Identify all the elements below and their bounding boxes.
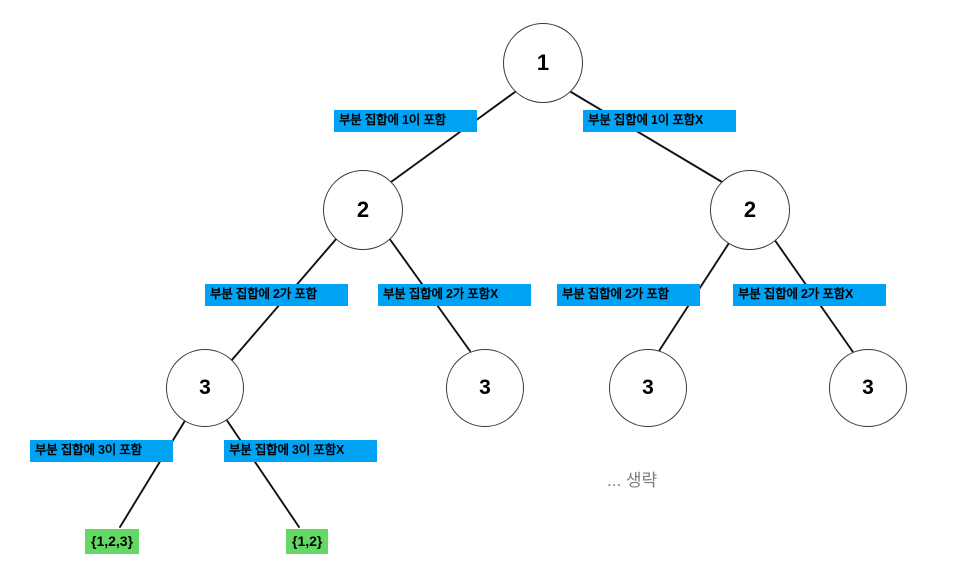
tree-node-n3LL[interactable]: 3 <box>166 349 244 427</box>
tree-edge <box>390 91 516 183</box>
edge-label-lbl-1-in: 부분 집합에 1이 포함 <box>334 110 477 132</box>
edge-label-lbl-1-out: 부분 집합에 1이 포함X <box>583 110 736 132</box>
edge-label-lbl-2-out-L: 부분 집합에 2가 포함X <box>378 284 531 306</box>
tree-node-root[interactable]: 1 <box>503 23 583 103</box>
tree-node-n2R[interactable]: 2 <box>710 170 790 250</box>
omitted-note: ... 생략 <box>607 471 658 490</box>
edge-label-lbl-2-out-R: 부분 집합에 2가 포함X <box>733 284 886 306</box>
edge-label-lbl-3-out: 부분 집합에 3이 포함X <box>224 440 377 462</box>
tree-node-n3RL[interactable]: 3 <box>609 349 687 427</box>
leaf-node-leaf-12[interactable]: {1,2} <box>286 529 329 554</box>
tree-node-n3LR[interactable]: 3 <box>446 349 524 427</box>
edge-label-lbl-2-in-L: 부분 집합에 2가 포함 <box>205 284 348 306</box>
edge-label-lbl-2-in-R: 부분 집합에 2가 포함 <box>557 284 700 306</box>
tree-edge <box>570 91 723 183</box>
tree-node-n2L[interactable]: 2 <box>323 170 403 250</box>
tree-edge <box>119 418 187 528</box>
edge-label-lbl-3-in: 부분 집합에 3이 포함 <box>30 440 173 462</box>
tree-node-n3RR[interactable]: 3 <box>829 349 907 427</box>
leaf-node-leaf-123[interactable]: {1,2,3} <box>85 529 140 554</box>
tree-edge <box>225 418 300 528</box>
